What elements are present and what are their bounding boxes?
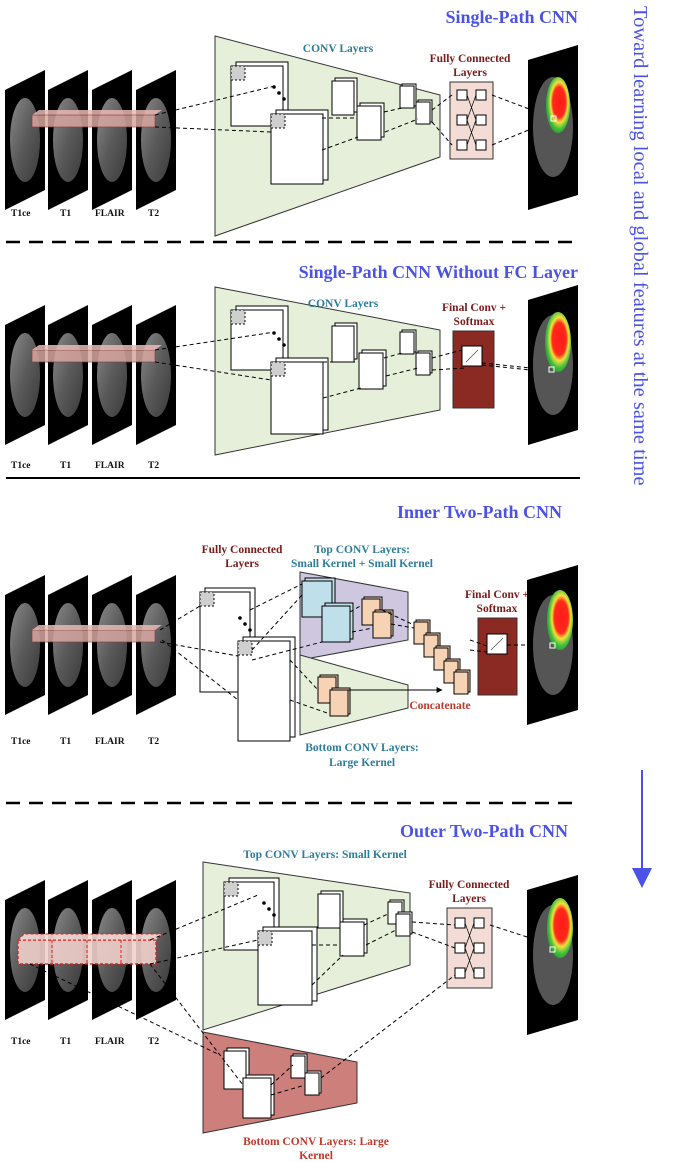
title-outer-two-path: Outer Two-Path CNN: [400, 821, 568, 841]
panel-single-path: Single-Path CNN T1ce T1 FLAIR T2 CONV La…: [5, 7, 578, 237]
panel-outer-two-path: Outer Two-Path CNN T1ce T1 FLAIR T2 Top …: [5, 821, 578, 1162]
top-label: Top CONV Layers: Small Kernel: [243, 849, 407, 861]
mod-label-t1ce: T1ce: [11, 737, 31, 747]
bottom-label-1: Bottom CONV Layers:: [305, 742, 419, 754]
title-inner-two-path: Inner Two-Path CNN: [397, 502, 562, 522]
mod-label-flair: FLAIR: [95, 1037, 125, 1047]
mod-label-t1ce: T1ce: [11, 461, 31, 471]
mri-stack: T1ce T1 FLAIR T2: [5, 575, 176, 747]
fc-label-1: Fully Connected: [202, 544, 283, 556]
fc-label-1: Fully Connected: [430, 53, 511, 65]
title-single-path: Single-Path CNN: [445, 7, 578, 27]
mod-label-t1: T1: [60, 737, 71, 747]
fc-label-2: Layers: [225, 558, 259, 570]
mod-label-t1: T1: [60, 1037, 71, 1047]
final-label-1: Final Conv +: [442, 302, 506, 314]
mod-label-t1: T1: [60, 461, 71, 471]
mod-label-t2: T2: [148, 737, 159, 747]
panel-no-fc: Single-Path CNN Without FC Layer T1ce T1…: [5, 262, 578, 471]
mri-stack: T1ce T1 FLAIR T2: [5, 880, 176, 1047]
side-arrow-head: [632, 868, 652, 888]
mri-stack: T1ce T1 FLAIR T2: [5, 305, 176, 471]
panel-inner-two-path: Inner Two-Path CNN T1ce T1 FLAIR T2 Full…: [5, 502, 578, 769]
bottom-label-2: Kernel: [299, 1150, 333, 1162]
mod-label-t2: T2: [148, 1037, 159, 1047]
mod-label-flair: FLAIR: [95, 461, 125, 471]
mod-label-flair: FLAIR: [95, 209, 125, 219]
patch-bar-front: [31, 349, 156, 363]
concat-label: Concatenate: [409, 700, 470, 712]
final-label-1: Final Conv +: [465, 589, 529, 601]
patch-bar-front: [31, 114, 156, 128]
final-label-2: Softmax: [454, 316, 495, 328]
top-label-2: Small Kernel + Small Kernel: [291, 558, 433, 570]
title-no-fc: Single-Path CNN Without FC Layer: [299, 262, 578, 282]
bottom-label-1: Bottom CONV Layers: Large: [243, 1136, 389, 1148]
mod-label-t1: T1: [60, 209, 71, 219]
bottom-label-2: Large Kernel: [329, 757, 395, 769]
patch-bar-front: [31, 629, 156, 643]
bottom-path-panel: [299, 654, 409, 736]
fc-label-2: Layers: [452, 893, 486, 905]
mod-label-t1ce: T1ce: [11, 1037, 31, 1047]
fc-label-2: Layers: [453, 67, 487, 79]
final-conv-box: [477, 617, 518, 696]
side-caption: Toward learning local and global feature…: [629, 6, 651, 486]
patch-bar: [32, 110, 162, 115]
fc-label-1: Fully Connected: [429, 879, 510, 891]
mod-label-flair: FLAIR: [95, 737, 125, 747]
final-conv-box: [452, 330, 495, 409]
fc-box: [449, 81, 494, 160]
conv-label: CONV Layers: [308, 298, 379, 310]
final-label-2: Softmax: [477, 603, 518, 615]
mod-label-t1ce: T1ce: [11, 209, 31, 219]
mri-stack: T1ce T1 FLAIR T2: [5, 70, 176, 219]
top-label-1: Top CONV Layers:: [314, 544, 410, 556]
mod-label-t2: T2: [148, 461, 159, 471]
conv-label: CONV Layers: [303, 43, 374, 55]
mod-label-t2: T2: [148, 209, 159, 219]
